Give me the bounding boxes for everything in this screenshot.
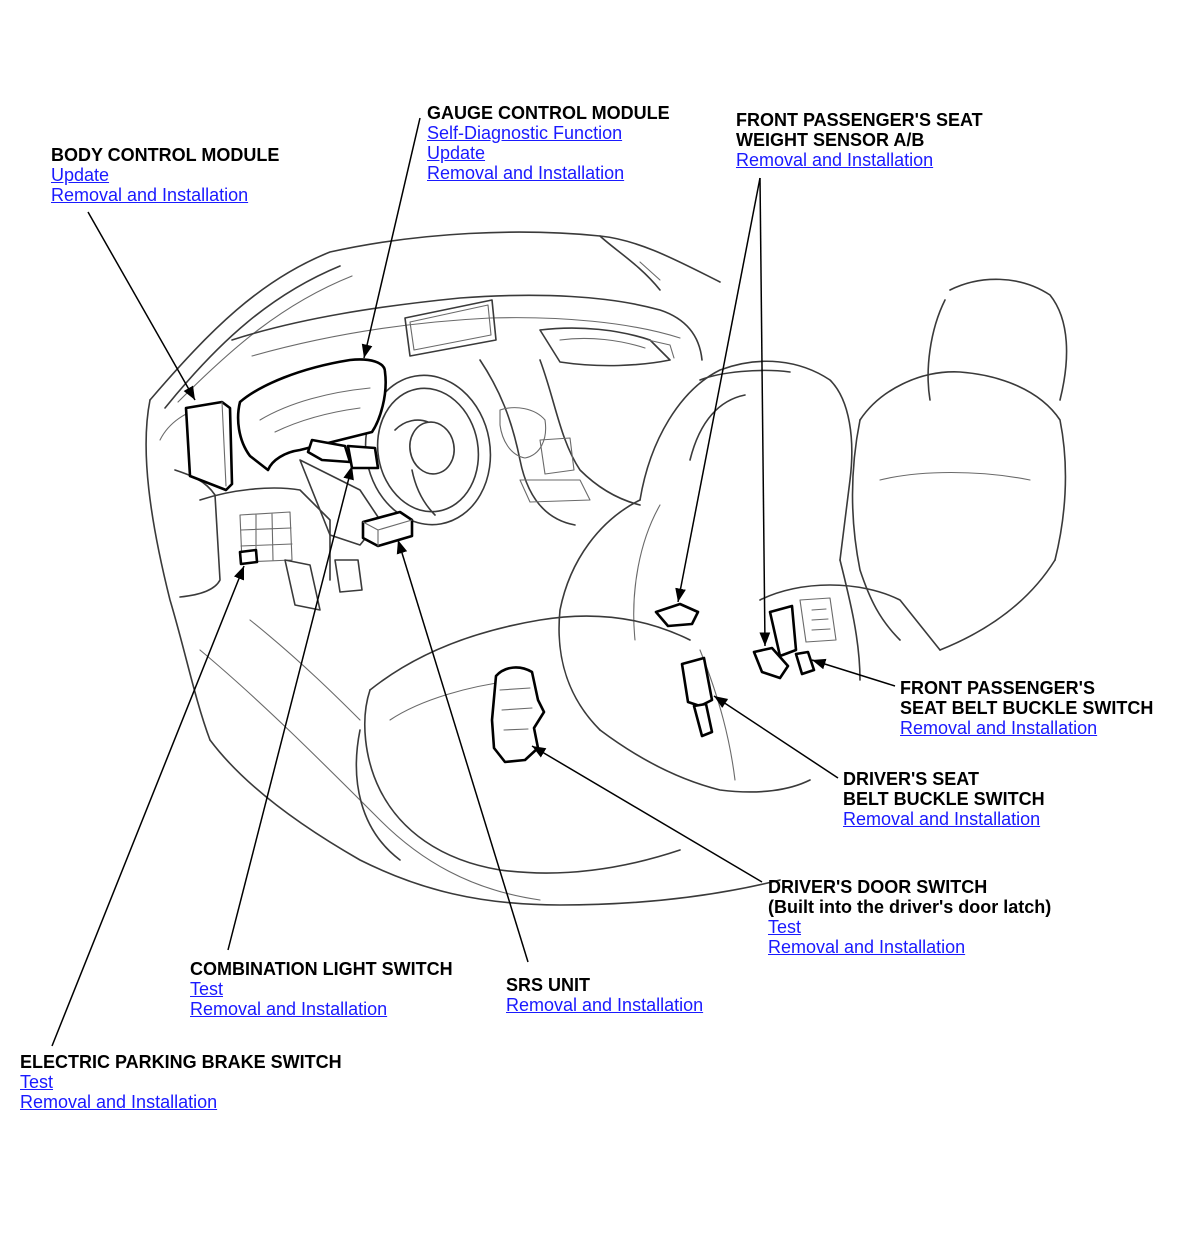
callout-srs-unit: SRS UNIT Removal and Installation [506, 975, 703, 1015]
leader-lines [51, 117, 896, 1047]
seat-weight-sensor-a-part [654, 602, 700, 628]
body-control-module-title: BODY CONTROL MODULE [51, 145, 280, 165]
driver-door-switch-title: DRIVER'S DOOR SWITCH (Built into the dri… [768, 877, 1052, 917]
passenger-seat-belt-buckle-part [768, 604, 798, 658]
passenger-belt-buckle-removal-link[interactable]: Removal and Installation [900, 718, 1098, 738]
leader-body-control-module [87, 211, 196, 401]
combination-light-switch-removal-link[interactable]: Removal and Installation [190, 999, 388, 1019]
combination-light-switch-test-link[interactable]: Test [190, 979, 224, 999]
parking-brake-switch-part [238, 548, 259, 566]
driver-door-switch-part [490, 666, 546, 764]
parking-brake-switch-test-link[interactable]: Test [20, 1072, 54, 1092]
highlighted-parts [184, 358, 816, 764]
callout-driver-door-switch: DRIVER'S DOOR SWITCH (Built into the dri… [768, 877, 1051, 957]
gauge-control-module-self-diagnostic-link[interactable]: Self-Diagnostic Function [427, 123, 623, 143]
driver-door-switch-removal-link[interactable]: Removal and Installation [768, 937, 966, 957]
leader-driver-belt-buckle [713, 695, 839, 779]
gauge-control-module-update-link[interactable]: Update [427, 143, 486, 163]
gauge-control-module-title: GAUGE CONTROL MODULE [427, 103, 670, 123]
seat-weight-sensor-b-part [752, 646, 790, 680]
body-control-module-removal-link[interactable]: Removal and Installation [51, 185, 249, 205]
callout-driver-belt-buckle-switch: DRIVER'S SEAT BELT BUCKLE SWITCH Removal… [843, 769, 1045, 829]
combination-light-switch-part [306, 438, 352, 464]
leader-passenger-belt-buckle [811, 658, 896, 687]
callout-passenger-belt-buckle-switch: FRONT PASSENGER'S SEAT BELT BUCKLE SWITC… [900, 678, 1153, 738]
callout-combination-light-switch: COMBINATION LIGHT SWITCH Test Removal an… [190, 959, 453, 1019]
driver-belt-buckle-removal-link[interactable]: Removal and Installation [843, 809, 1041, 829]
leader-srs-unit [396, 539, 529, 963]
gauge-control-module-removal-link[interactable]: Removal and Installation [427, 163, 625, 183]
callout-body-control-module: BODY CONTROL MODULE Update Removal and I… [51, 145, 279, 205]
car-body-lineart [145, 231, 1068, 906]
leader-driver-door-switch [531, 745, 763, 883]
callout-seat-weight-sensor: FRONT PASSENGER'S SEAT WEIGHT SENSOR A/B… [736, 110, 983, 170]
driver-seat-belt-buckle-part [680, 656, 714, 708]
srs-unit-removal-link[interactable]: Removal and Installation [506, 995, 704, 1015]
seat-weight-sensor-removal-link[interactable]: Removal and Installation [736, 150, 934, 170]
leader-seat-weight-sensor-b [759, 177, 771, 647]
leader-combination-light-switch [227, 465, 354, 951]
leader-seat-weight-sensor-a [675, 177, 761, 603]
passenger-belt-buckle-title: FRONT PASSENGER'S SEAT BELT BUCKLE SWITC… [900, 678, 1154, 718]
driver-door-switch-test-link[interactable]: Test [768, 917, 802, 937]
seat-weight-sensor-title: FRONT PASSENGER'S SEAT WEIGHT SENSOR A/B [736, 110, 983, 150]
body-control-module-update-link[interactable]: Update [51, 165, 110, 185]
srs-unit-title: SRS UNIT [506, 975, 591, 995]
callout-gauge-control-module: GAUGE CONTROL MODULE Self-Diagnostic Fun… [427, 103, 670, 183]
leader-parking-brake-switch [51, 565, 245, 1047]
srs-unit-part [361, 510, 414, 548]
parking-brake-switch-removal-link[interactable]: Removal and Installation [20, 1092, 218, 1112]
driver-belt-buckle-title: DRIVER'S SEAT BELT BUCKLE SWITCH [843, 769, 1045, 809]
gauge-control-module-part [236, 358, 387, 472]
leader-gauge-control-module [361, 117, 421, 359]
combination-light-switch-title: COMBINATION LIGHT SWITCH [190, 959, 453, 979]
callout-parking-brake-switch: ELECTRIC PARKING BRAKE SWITCH Test Remov… [20, 1052, 342, 1112]
parking-brake-switch-title: ELECTRIC PARKING BRAKE SWITCH [20, 1052, 342, 1072]
